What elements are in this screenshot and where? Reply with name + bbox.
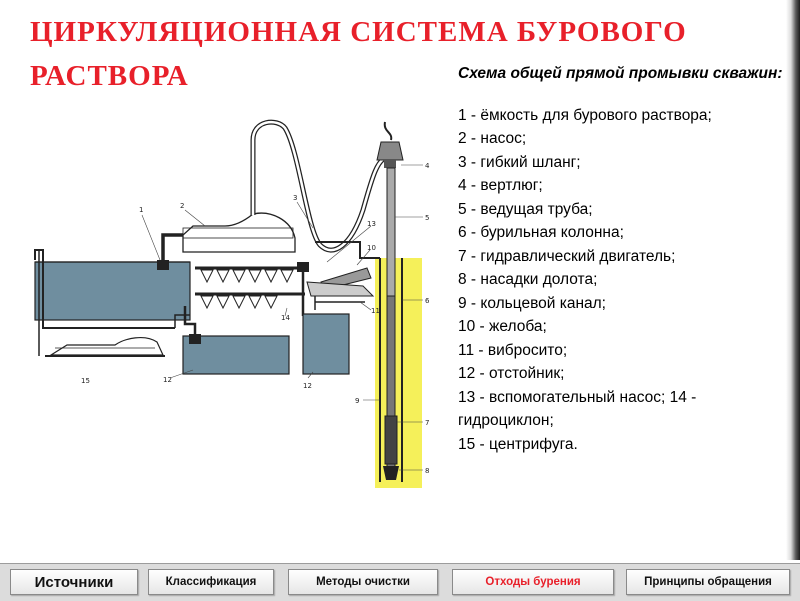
circulation-diagram: 1 2 3 4 5 6 7 8 9 10 11 12 12 13 14 15 [34,119,430,488]
mud-tank [34,261,191,321]
legend-item: 12 - отстойник; [458,365,565,382]
suction-pipe [161,233,183,270]
legend-item: 4 - вертлюг; [458,177,543,194]
swivel [376,121,404,168]
diagram-label-8: 8 [425,467,429,475]
diagram-label-13: 13 [367,220,376,228]
legend-item: 15 - центрифуга. [458,435,578,453]
centrifuge [45,336,165,357]
legend-item: 7 - гидравлический двигатель; [458,247,676,265]
diagram-label-12a: 12 [163,376,172,384]
legend-item: 3 - гибкий шланг; [458,153,581,171]
return-line [34,249,175,329]
borehole-highlight [375,258,422,488]
hydraulic-motor [384,415,398,465]
flow-line [315,241,380,259]
legend-item: 5 - ведущая труба; [458,200,593,218]
diagram-label-6: 6 [425,297,430,305]
diagram-label-2: 2 [180,202,184,210]
nav-cleaning-methods-button[interactable]: Методы очистки [288,569,438,595]
nav-sources-button[interactable]: Источники [10,569,138,595]
nav-drilling-waste-button[interactable]: Отходы бурения [452,569,614,595]
diagram-label-11: 11 [371,307,380,315]
diagram-label-14: 14 [281,314,290,322]
legend-item: 9 - кольцевой канал; [458,294,606,312]
diagram-label-15: 15 [81,377,90,385]
diagram-label-7: 7 [425,419,429,427]
legend-item: 8 - насадки долота; [458,271,598,288]
hydrocyclone-battery [195,266,305,310]
nav-classification-button[interactable]: Классификация [148,569,274,595]
description-heading: Схема общей прямой промывки скважин: [458,65,783,82]
diagram-label-4: 4 [425,162,430,170]
legend-item: 10 - желоба; [458,318,547,335]
nav-handling-principles-button[interactable]: Принципы обращения [626,569,790,595]
shale-shaker [306,281,375,310]
legend-item: 13 - вспомогательный насос; 14 - гидроци… [458,388,697,430]
legend-item: 11 - вибросито; [458,341,568,359]
legend-item: 1 - ёмкость для бурового раствора; [458,106,712,124]
diagram-label-1: 1 [139,206,143,214]
description-panel: Схема общей прямой промывки скважин: 1 -… [458,62,788,456]
bottom-navigation: Источники Классификация Методы очистки О… [0,563,800,601]
diagram-label-10: 10 [367,244,376,252]
kelly-pipe [386,167,396,297]
page-title: ЦИРКУЛЯЦИОННАЯ СИСТЕМА БУРОВОГО РАСТВОРА [30,16,687,92]
diagram-label-3: 3 [293,194,297,202]
diagram-label-12b: 12 [303,382,312,390]
drill-bit [383,466,399,480]
pump [182,212,296,253]
auxiliary-pump [297,262,309,272]
legend-item: 6 - бурильная колонна; [458,224,624,241]
legend-item: 2 - насос; [458,130,527,147]
diagram-label-5: 5 [425,214,429,222]
diagram-label-9: 9 [355,397,359,405]
suction-inlet [157,260,169,270]
settling-tank-right [302,313,350,375]
slide-edge-shadow [786,0,800,560]
